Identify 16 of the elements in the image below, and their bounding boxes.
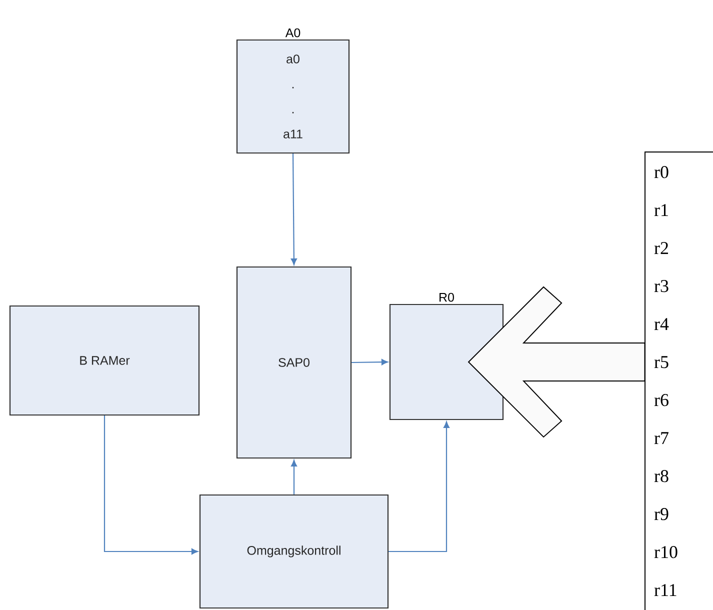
arrow — [352, 359, 388, 366]
node-label: . — [292, 112, 294, 114]
box-heading: A0 — [285, 28, 300, 38]
block-box: SAP0 — [236, 266, 352, 459]
arrow — [104, 416, 198, 554]
arrow — [388, 421, 450, 552]
arrow — [290, 154, 297, 266]
box-heading: R0 — [440, 292, 454, 302]
arrow — [291, 460, 298, 494]
node-label: . — [292, 86, 294, 88]
register-list: r0 r1 r2 r3 r4 r5 r6 r7 r8 r9 r10 r11 — [644, 152, 713, 610]
block-box: a0 . . a11 — [236, 39, 350, 154]
block-box: B RAMer — [9, 305, 200, 416]
block-box: Omgangskontroll — [199, 494, 389, 609]
node-label: a11 — [284, 130, 302, 138]
node-label: a0 — [286, 54, 300, 64]
